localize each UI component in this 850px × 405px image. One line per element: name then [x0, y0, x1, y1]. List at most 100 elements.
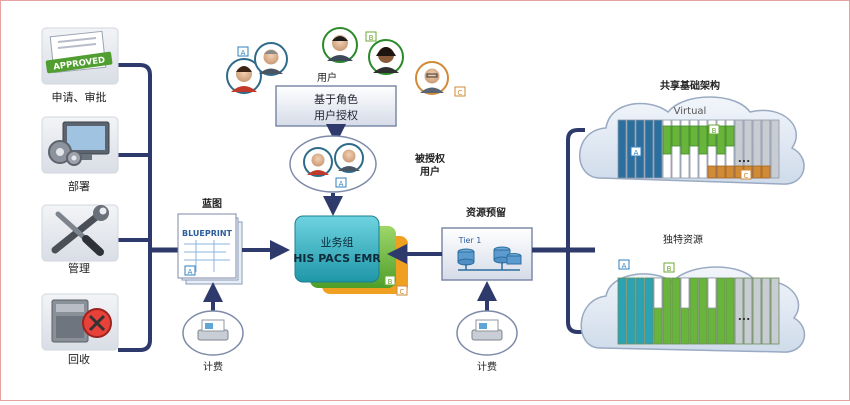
shared-bar-green [671, 125, 681, 147]
shared-bar [671, 119, 681, 179]
svg-text:A: A [241, 49, 246, 57]
dedicated-bar [716, 277, 726, 345]
item-manage[interactable]: 管理 [41, 204, 119, 275]
shared-bar-green [716, 125, 726, 155]
shared-bar [653, 119, 663, 179]
billing-left[interactable]: 计费 [182, 310, 244, 373]
dedicated-resources: 独特资源 ... A B [580, 233, 806, 353]
shared-ellipsis: ... [738, 152, 751, 165]
authorized-users-label-1: 被授权 [415, 152, 446, 165]
dedicated-bar [698, 277, 708, 345]
shared-bar-green [662, 125, 672, 155]
monitor-gears-icon [48, 121, 110, 166]
user-avatar-a-woman [226, 58, 262, 94]
user-avatar-b-man [322, 27, 358, 63]
billing-scanner-icon [197, 319, 229, 341]
dedicated-bar [626, 277, 636, 345]
item-label-deploy: 部署 [68, 179, 90, 193]
dedicated-ellipsis: ... [738, 310, 751, 323]
shared-bar [689, 119, 699, 179]
shared-bar-orange [707, 165, 717, 179]
users-group: A B C 用户 [226, 27, 466, 216]
blueprint-doc-title: BLUEPRINT [182, 229, 233, 238]
billing-right-label: 计费 [477, 360, 497, 373]
item-label-apply: 申请、审批 [52, 90, 107, 104]
business-group[interactable]: 业务组 HIS PACS EMR B C [293, 215, 408, 296]
wrench-screwdriver-icon [51, 205, 109, 256]
dedicated-bar [671, 277, 681, 345]
billing-right[interactable]: 计费 [456, 310, 518, 373]
tag-shared-c: C [744, 172, 749, 180]
user-avatar-b-woman [368, 39, 404, 75]
tag-group-c: C [400, 288, 405, 296]
dedicated-bar [734, 277, 744, 345]
tag-authorized-a: A [339, 180, 344, 188]
user-avatar-a-man [254, 42, 288, 76]
dedicated-bar-gap [680, 277, 690, 309]
shared-bar [644, 119, 654, 179]
role-box-line-1: 基于角色 [314, 92, 358, 106]
shared-bar-orange [725, 165, 735, 179]
tag-shared-b: B [712, 127, 717, 135]
tag-group-b: B [388, 278, 393, 286]
dedicated-bar [725, 277, 735, 345]
item-label-reclaim: 回收 [68, 352, 90, 366]
shared-bar-green [698, 125, 708, 155]
dedicated-bar [752, 277, 762, 345]
dedicated-bar-gap [707, 277, 717, 309]
billing-scanner-icon [471, 319, 503, 341]
business-group-line-1: 业务组 [321, 235, 354, 249]
svg-text:B: B [369, 34, 374, 42]
dedicated-bar [743, 277, 753, 345]
tier1-box[interactable]: Tier 1 [441, 227, 533, 281]
tag-blueprint-a: A [188, 268, 193, 276]
resource-reservation-group: 资源预留 Tier 1 [387, 206, 595, 373]
dedicated-bar [635, 277, 645, 345]
blueprint-document[interactable]: BLUEPRINT A [177, 213, 243, 285]
item-apply-approve[interactable]: APPROVED 申请、审批 [41, 27, 119, 104]
tag-dedicated-a: A [622, 262, 627, 270]
shared-bar-green [680, 125, 690, 155]
left-bracket [118, 63, 152, 352]
shared-bar [770, 119, 780, 179]
users-label: 用户 [317, 71, 337, 84]
item-deploy[interactable]: 部署 [41, 116, 119, 193]
virtual-label: Virtual [674, 106, 707, 117]
user-avatar-c-man [415, 61, 449, 95]
resource-reservation-label: 资源预留 [466, 206, 506, 219]
blueprint-label: 蓝图 [202, 197, 222, 210]
dedicated-bar [761, 277, 771, 345]
business-group-line-2: HIS PACS EMR [293, 252, 381, 265]
shared-bar-green [725, 125, 735, 147]
tier1-label: Tier 1 [458, 236, 482, 245]
tag-user-a: A [237, 46, 249, 57]
dedicated-label: 独特资源 [663, 233, 703, 246]
right-bracket [566, 128, 585, 334]
role-box-line-2: 用户授权 [314, 108, 358, 122]
shared-bar-orange [761, 165, 771, 179]
dedicated-bars [617, 277, 780, 345]
dedicated-bar [662, 277, 672, 345]
dedicated-bar [689, 277, 699, 345]
blueprint-group: 蓝图 BLUEPRINT A 计费 [177, 197, 290, 373]
item-label-manage: 管理 [68, 261, 90, 275]
dedicated-bar [644, 277, 654, 345]
billing-left-label: 计费 [203, 360, 223, 373]
approved-document-icon: APPROVED [45, 30, 113, 74]
dedicated-bar [617, 277, 627, 345]
recycle-computer-icon [51, 299, 112, 343]
dedicated-bar-gap [653, 277, 663, 309]
dedicated-bar [770, 277, 780, 345]
shared-bar-orange [716, 165, 726, 179]
database-servers-icon [457, 246, 522, 271]
authorized-users-oval: A [289, 135, 377, 193]
svg-text:C: C [458, 89, 463, 97]
shared-bar [617, 119, 627, 179]
shared-bar-orange [752, 165, 762, 179]
item-reclaim[interactable]: 回收 [41, 293, 119, 366]
role-authorization-box[interactable]: 基于角色 用户授权 [275, 85, 397, 127]
tag-shared-a: A [634, 149, 639, 157]
shared-infra-label: 共享基础架构 [660, 79, 720, 92]
